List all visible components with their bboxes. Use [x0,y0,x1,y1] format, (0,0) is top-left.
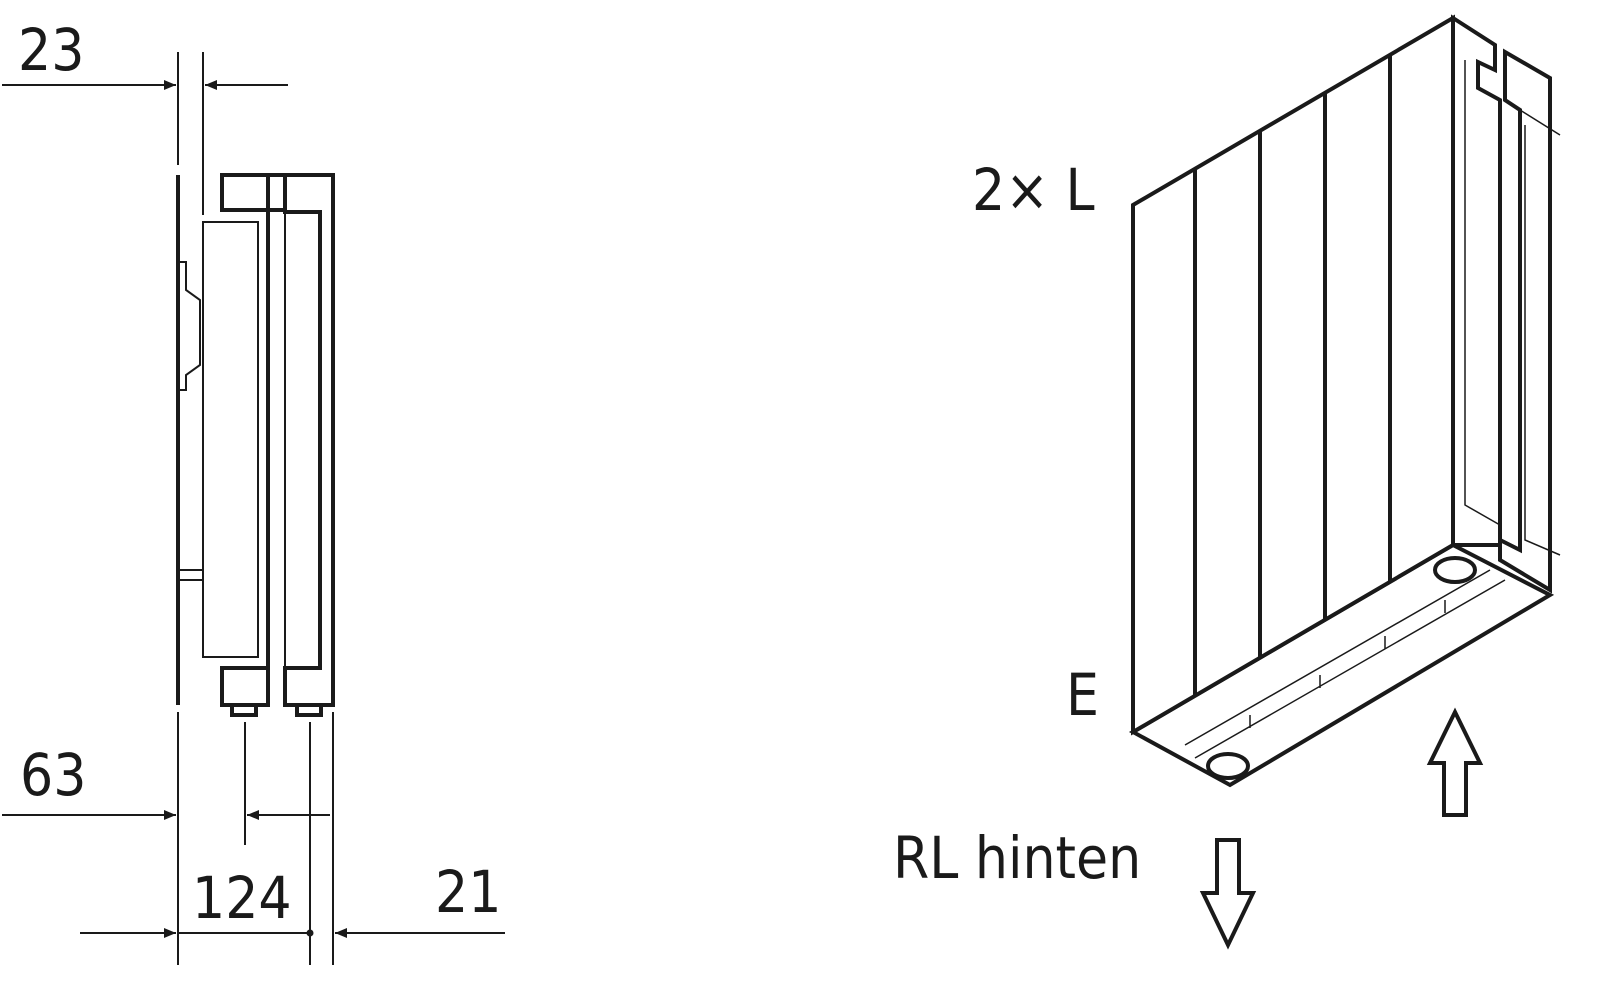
dimension-21: 21 [435,858,501,926]
connection-port-right [1433,556,1477,584]
rear-panel [202,221,259,658]
connection-stub-1 [230,703,258,717]
connection-port-left [1206,752,1250,780]
arrow-up-icon [1426,707,1484,817]
front-fins [1193,55,1392,696]
wall-spacer [180,569,203,581]
dimension-63: 63 [20,741,86,809]
arrow-down-icon [1199,838,1257,950]
side-view: 23 63 124 21 [2,16,505,965]
return-label: RL hinten [893,824,1141,892]
dimension-124: 124 [192,864,292,932]
wall-bracket [180,261,201,391]
label-e: E [1066,661,1099,729]
top-cap-left [220,173,270,212]
connection-label: 2× L [972,156,1095,224]
front-panel-profile [283,173,335,707]
connection-stub-2 [295,703,323,717]
radiator-end-profile [1451,14,1502,547]
isometric-view: 2× L E RL hinten [893,14,1561,950]
dimension-23: 23 [18,16,84,84]
radiator-front [1131,14,1455,736]
